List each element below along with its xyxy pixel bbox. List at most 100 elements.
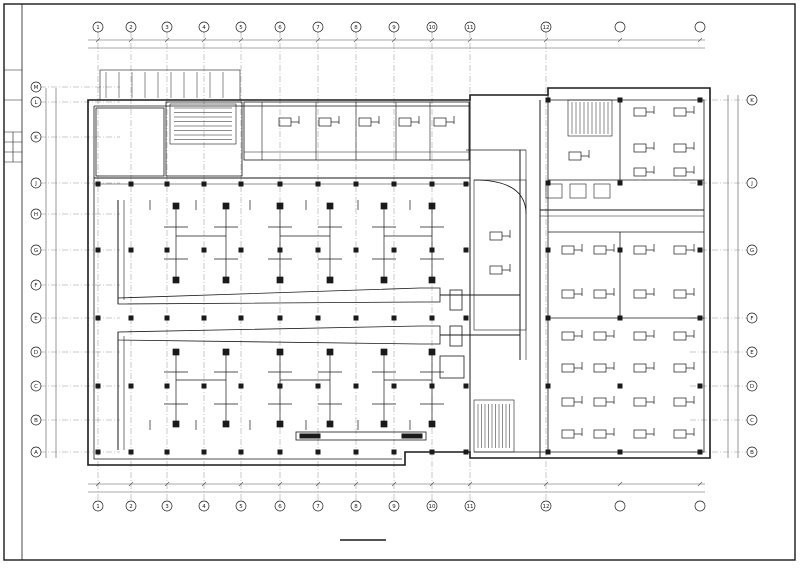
axis-bubble-top: 10	[426, 21, 438, 33]
svg-text:6: 6	[278, 25, 282, 31]
axis-bubble-top	[614, 21, 626, 33]
drawing-border	[3, 3, 796, 561]
title-strip	[4, 69, 22, 163]
svg-text:5: 5	[239, 25, 243, 31]
svg-text:2: 2	[129, 25, 133, 31]
axis-bubble-left: J	[30, 177, 42, 189]
svg-text:8: 8	[354, 25, 358, 31]
svg-text:E: E	[750, 350, 754, 356]
stair-treads	[105, 72, 609, 448]
axis-bubble-top: 6	[274, 21, 286, 33]
svg-text:7: 7	[316, 504, 320, 510]
svg-text:D: D	[750, 384, 754, 390]
svg-text:A: A	[34, 450, 38, 456]
axis-bubble-top: 1	[92, 21, 104, 33]
svg-text:10: 10	[429, 504, 436, 510]
axis-bubble-top: 7	[312, 21, 324, 33]
svg-text:G: G	[34, 248, 38, 254]
svg-text:9: 9	[392, 25, 396, 31]
axis-bubble-left: F	[30, 279, 42, 291]
axis-bubble-bottom: 3	[161, 500, 173, 512]
svg-text:4: 4	[202, 504, 206, 510]
svg-text:1: 1	[96, 504, 100, 510]
svg-text:K: K	[34, 135, 38, 141]
axis-bubble-left: D	[30, 346, 42, 358]
svg-text:12: 12	[543, 25, 550, 31]
svg-text:K: K	[750, 98, 754, 104]
svg-text:11: 11	[467, 504, 474, 510]
axis-bubble-top: 12	[540, 21, 552, 33]
axis-bubble-right: E	[746, 346, 758, 358]
svg-text:D: D	[34, 350, 38, 356]
axis-bubble-bottom	[614, 500, 626, 512]
axis-bubble-top: 4	[198, 21, 210, 33]
axis-bubble-bottom: 10	[426, 500, 438, 512]
svg-text:9: 9	[392, 504, 396, 510]
svg-text:C: C	[34, 384, 38, 390]
svg-text:3: 3	[165, 504, 169, 510]
svg-text:8: 8	[354, 504, 358, 510]
svg-text:L: L	[34, 100, 38, 106]
axis-bubble-left: G	[30, 244, 42, 256]
axis-bubble-bottom: 6	[274, 500, 286, 512]
diffuser-branches	[149, 200, 444, 430]
svg-text:C: C	[750, 418, 754, 424]
axis-bubble-left: C	[30, 380, 42, 392]
structural-columns	[95, 97, 703, 455]
axis-bubble-bottom: 5	[235, 500, 247, 512]
axis-bubble-left: A	[30, 446, 42, 458]
axis-bubble-bottom: 2	[125, 500, 137, 512]
axis-bubble-top	[694, 21, 706, 33]
axis-bubble-bottom: 8	[350, 500, 362, 512]
axis-bubble-left: M	[30, 81, 42, 93]
svg-text:M: M	[34, 85, 39, 91]
svg-text:10: 10	[429, 25, 436, 31]
svg-text:B: B	[750, 450, 754, 456]
axis-bubble-left: K	[30, 131, 42, 143]
svg-text:2: 2	[129, 504, 133, 510]
building-outline	[87, 69, 711, 466]
svg-text:J: J	[34, 181, 37, 187]
svg-text:3: 3	[165, 25, 169, 31]
svg-text:1: 1	[96, 25, 100, 31]
axis-bubble-top: 11	[464, 21, 476, 33]
axis-bubble-right: K	[746, 94, 758, 106]
axis-bubble-right: C	[746, 414, 758, 426]
axis-bubble-left: L	[30, 96, 42, 108]
svg-text:B: B	[34, 418, 38, 424]
axis-bubble-bottom	[694, 500, 706, 512]
axis-bubble-top: 3	[161, 21, 173, 33]
svg-text:5: 5	[239, 504, 243, 510]
svg-text:H: H	[34, 212, 38, 218]
axis-bubble-right: G	[746, 244, 758, 256]
axis-bubble-right: F	[746, 312, 758, 324]
svg-text:G: G	[750, 248, 754, 254]
svg-text:F: F	[750, 316, 753, 322]
axis-bubble-top: 5	[235, 21, 247, 33]
svg-text:6: 6	[278, 504, 282, 510]
svg-text:E: E	[34, 316, 38, 322]
axis-bubble-left: E	[30, 312, 42, 324]
axis-bubble-bottom: 1	[92, 500, 104, 512]
hvac-ducts	[117, 149, 704, 450]
axis-bubble-bottom: 11	[464, 500, 476, 512]
svg-text:12: 12	[543, 504, 550, 510]
axis-bubble-left: B	[30, 414, 42, 426]
axis-bubble-left: H	[30, 208, 42, 220]
axis-bubble-right: D	[746, 380, 758, 392]
axis-bubble-top: 8	[350, 21, 362, 33]
svg-text:4: 4	[202, 25, 206, 31]
axis-bubble-bottom: 9	[388, 500, 400, 512]
axis-bubble-right: J	[746, 177, 758, 189]
axis-bubble-top: 9	[388, 21, 400, 33]
axis-bubble-bottom: 12	[540, 500, 552, 512]
axis-bubble-bottom: 4	[198, 500, 210, 512]
axis-bubble-top: 2	[125, 21, 137, 33]
svg-text:11: 11	[467, 25, 474, 31]
fan-coil-units	[278, 106, 695, 439]
axis-bubble-right: B	[746, 446, 758, 458]
svg-text:J: J	[750, 181, 753, 187]
